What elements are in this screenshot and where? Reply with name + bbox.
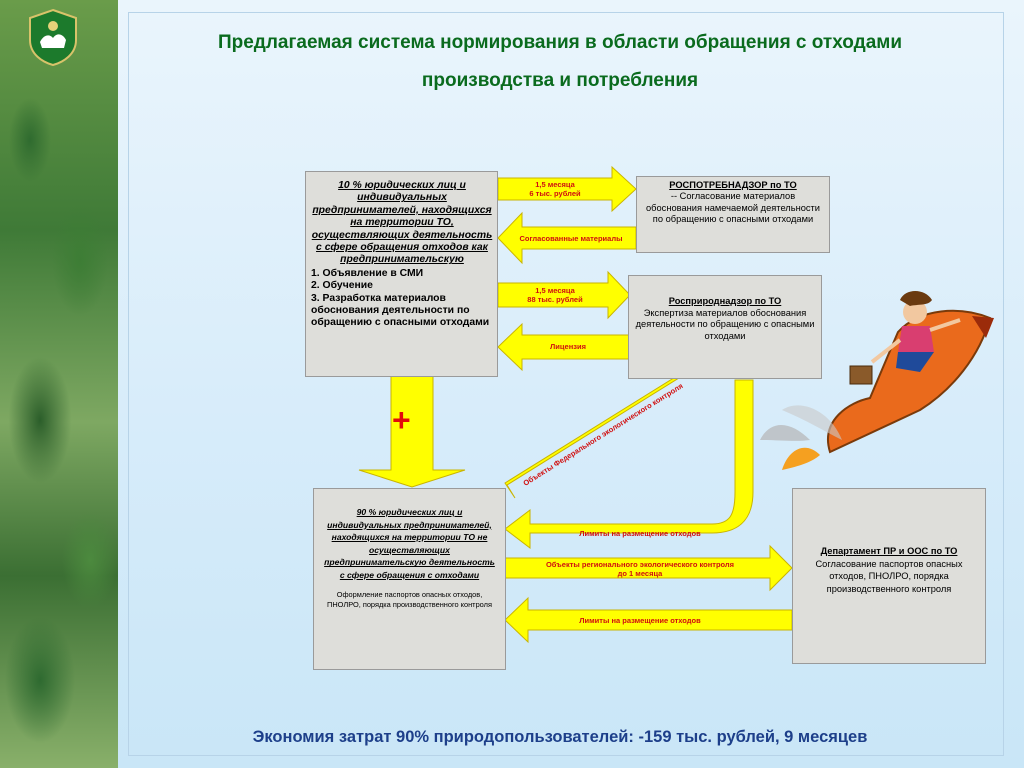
box-rosprirodnadzor: Росприроднадзор по ТО Экспертиза материа…	[628, 275, 822, 379]
arrow-4-label: Лицензия	[550, 342, 586, 351]
slide-title: Предлагаемая система нормирования в обла…	[150, 24, 970, 100]
slide-frame	[128, 12, 1004, 756]
arrow-3-duration: 1,5 месяца	[535, 286, 575, 295]
plus-sign: +	[392, 402, 411, 438]
arrow-6-text: Объекты регионального экологического кон…	[545, 560, 735, 569]
box-10-percent-heading: 10 % юридических лиц и индивидуальных пр…	[311, 180, 493, 266]
coat-of-arms-icon	[29, 8, 77, 66]
arrow-limits-1	[504, 379, 754, 550]
arrow-approved-materials	[497, 211, 637, 265]
box-10-percent-item-2: 2. Обучение	[311, 280, 373, 292]
arrow-to-rosprirodnadzor	[497, 270, 631, 320]
box-department-text: Согласование паспортов опасных отходов, …	[815, 558, 963, 594]
arrow-2-label: Согласованные материалы	[519, 234, 623, 243]
box-department: Департамент ПР и ООС по ТО Согласование …	[792, 488, 986, 664]
arrow-7-label: Лимиты на размещение отходов	[579, 616, 701, 625]
arrow-3-cost: 88 тыс. рублей	[527, 295, 583, 304]
box-rospotrebnadzor-text: -- Согласование материалов обоснования н…	[646, 191, 820, 225]
box-rosprirodnadzor-text: Экспертиза материалов обоснования деятел…	[635, 307, 815, 341]
box-rospotrebnadzor-heading: РОСПОТРЕБНАДЗОР по ТО	[669, 180, 797, 190]
box-department-heading: Департамент ПР и ООС по ТО	[820, 546, 958, 556]
arrow-1-cost: 6 тыс. рублей	[529, 189, 581, 198]
arrow-3-label: 1,5 месяца 88 тыс. рублей	[500, 286, 610, 304]
arrow-to-rospotrebnadzor	[497, 165, 637, 213]
arrow-1-duration: 1,5 месяца	[535, 180, 575, 189]
arrow-down-big	[358, 357, 466, 488]
arrow-6-label: Объекты регионального экологического кон…	[520, 560, 760, 578]
arrow-regional-objects	[504, 544, 793, 592]
arrow-license	[497, 322, 631, 372]
box-10-percent-item-1: 1. Объявление в СМИ	[311, 267, 424, 279]
footer-summary: Экономия затрат 90% природопользователей…	[252, 728, 868, 746]
box-90-percent-text: Оформление паспортов опасных отходов, ПН…	[327, 589, 492, 609]
box-rospotrebnadzor: РОСПОТРЕБНАДЗОР по ТО -- Согласование ма…	[636, 176, 830, 253]
title-line-1: Предлагаемая система нормирования в обла…	[217, 32, 903, 53]
arrow-6-duration: до 1 месяца	[617, 569, 663, 578]
rocket-illustration	[760, 291, 994, 470]
box-rosprirodnadzor-heading: Росприроднадзор по ТО	[668, 296, 782, 306]
arrow-5-label: Лимиты на размещение отходов	[579, 529, 701, 538]
box-10-percent: 10 % юридических лиц и индивидуальных пр…	[305, 171, 498, 377]
left-decorative-strip	[0, 0, 118, 768]
box-10-percent-item-3: 3. Разработка материалов обоснования дея…	[311, 292, 490, 329]
box-90-percent-heading: 90 % юридических лиц и индивидуальных пр…	[324, 507, 495, 580]
title-line-2: производства и потребления	[421, 70, 699, 91]
arrow-1-label: 1,5 месяца 6 тыс. рублей	[500, 180, 610, 198]
box-90-percent: 90 % юридических лиц и индивидуальных пр…	[313, 488, 506, 670]
arrow-limits-2	[504, 596, 793, 644]
